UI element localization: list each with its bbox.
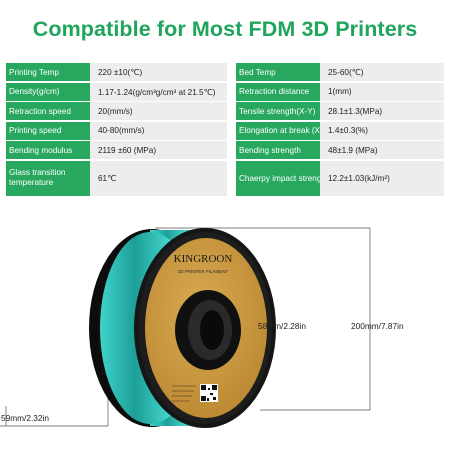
spec-gap <box>227 141 236 159</box>
brand-name: KINGROON <box>174 253 233 265</box>
diameter-dimension-label: 200mm/7.87in <box>351 321 404 331</box>
spec-gap <box>227 63 236 81</box>
spec-value: 1(mm) <box>320 82 444 101</box>
spec-gap <box>227 82 236 101</box>
spool-hole <box>200 310 224 350</box>
spec-value: 25-60(℃) <box>320 63 444 81</box>
spec-value: 1.4±0.3(%) <box>320 121 444 140</box>
spec-label: Retraction speed <box>6 102 90 120</box>
label-subtitle: 3D PRINTER FILAMENT <box>178 269 229 274</box>
spec-label: Glass transition temperature <box>6 160 90 196</box>
spec-value: 2119 ±60 (MPa) <box>90 141 227 159</box>
spec-label: Bending strength <box>236 141 320 159</box>
spec-label: Chaerpy impact strength <box>236 160 320 196</box>
spec-gap <box>227 102 236 120</box>
spec-value: 40-80(mm/s) <box>90 121 227 140</box>
product-image: KINGROON 3D PRINTER FILAMENT 58mm/2.28in… <box>0 200 450 450</box>
spec-value: 1.17-1.24(g/cm³g/cm³ at 21.5℃) <box>90 82 227 101</box>
spec-gap <box>227 121 236 140</box>
hub-dimension-label: 58mm/2.28in <box>258 321 306 331</box>
page-title: Compatible for Most FDM 3D Printers <box>32 17 418 41</box>
spec-table: Printing Temp 220 ±10(℃) Bed Temp 25-60(… <box>6 63 444 196</box>
spec-value: 28.1±1.3(MPa) <box>320 102 444 120</box>
spec-gap <box>227 160 236 196</box>
spec-label: Printing speed <box>6 121 90 140</box>
spec-label: Bed Temp <box>236 63 320 81</box>
spec-value: 12.2±1.03(kJ/m²) <box>320 160 444 196</box>
spec-label: Density(g/cm) <box>6 82 90 101</box>
spec-label: Printing Temp <box>6 63 90 81</box>
spec-label: Elongation at break (X-Y) <box>236 121 320 140</box>
spec-label: Retraction distance <box>236 82 320 101</box>
spec-value: 20(mm/s) <box>90 102 227 120</box>
width-dimension-label: 59mm/2.32in <box>1 413 49 423</box>
qr-code-icon <box>200 384 218 402</box>
filament-spool-image: KINGROON 3D PRINTER FILAMENT <box>0 227 371 428</box>
spec-label: Tensile strength(X-Y) <box>236 102 320 120</box>
spec-label: Bending modulus <box>6 141 90 159</box>
label-fine-print <box>172 385 196 402</box>
spec-value: 48±1.9 (MPa) <box>320 141 444 159</box>
spec-value: 61℃ <box>90 160 227 196</box>
spec-value: 220 ±10(℃) <box>90 63 227 81</box>
